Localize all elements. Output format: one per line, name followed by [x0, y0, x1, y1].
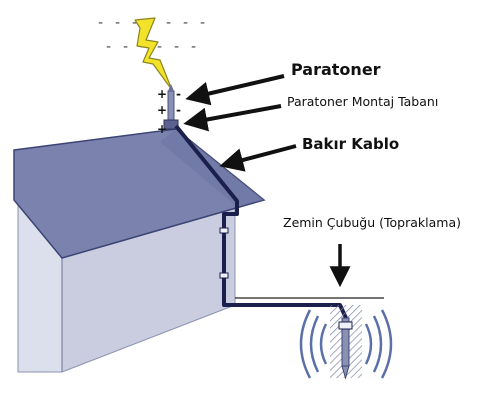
label-montaj-tabani: Paratoner Montaj Tabanı	[287, 94, 439, 109]
cable-clamp	[219, 227, 229, 234]
ground-wave-icon	[299, 309, 393, 379]
charge-plus: +	[157, 122, 167, 136]
charge-minus: -	[191, 39, 196, 55]
charge-minus: -	[157, 39, 162, 55]
charge-minus: -	[176, 87, 181, 101]
charge-minus: -	[176, 103, 181, 117]
charge-minus: -	[123, 39, 128, 55]
charge-minus: -	[132, 15, 137, 31]
pointer-arrows	[183, 74, 351, 288]
rod-mounting-base	[163, 119, 179, 130]
charge-minus: -	[174, 39, 179, 55]
label-paratoner: Paratoner	[291, 60, 381, 79]
cable-clamp	[219, 272, 229, 279]
charge-minus: -	[183, 15, 188, 31]
charge-minus: -	[106, 39, 111, 55]
label-zemin-cubugu: Zemin Çubuğu (Topraklama)	[283, 215, 461, 230]
arrow-montaj-tabani	[183, 104, 282, 132]
charge-minus: -	[200, 15, 205, 31]
charge-minus: -	[115, 15, 120, 31]
charge-plus: +	[157, 87, 167, 101]
charge-plus: +	[157, 103, 167, 117]
charge-minus: -	[98, 15, 103, 31]
rod-tip	[168, 84, 174, 91]
ground-rod-clamp	[338, 321, 353, 330]
charge-minus: -	[166, 15, 171, 31]
ground-rod-tip	[341, 365, 350, 380]
label-bakir-kablo: Bakır Kablo	[302, 135, 400, 153]
arrow-bakir-kablo	[219, 144, 297, 172]
arrow-paratoner	[185, 74, 285, 106]
